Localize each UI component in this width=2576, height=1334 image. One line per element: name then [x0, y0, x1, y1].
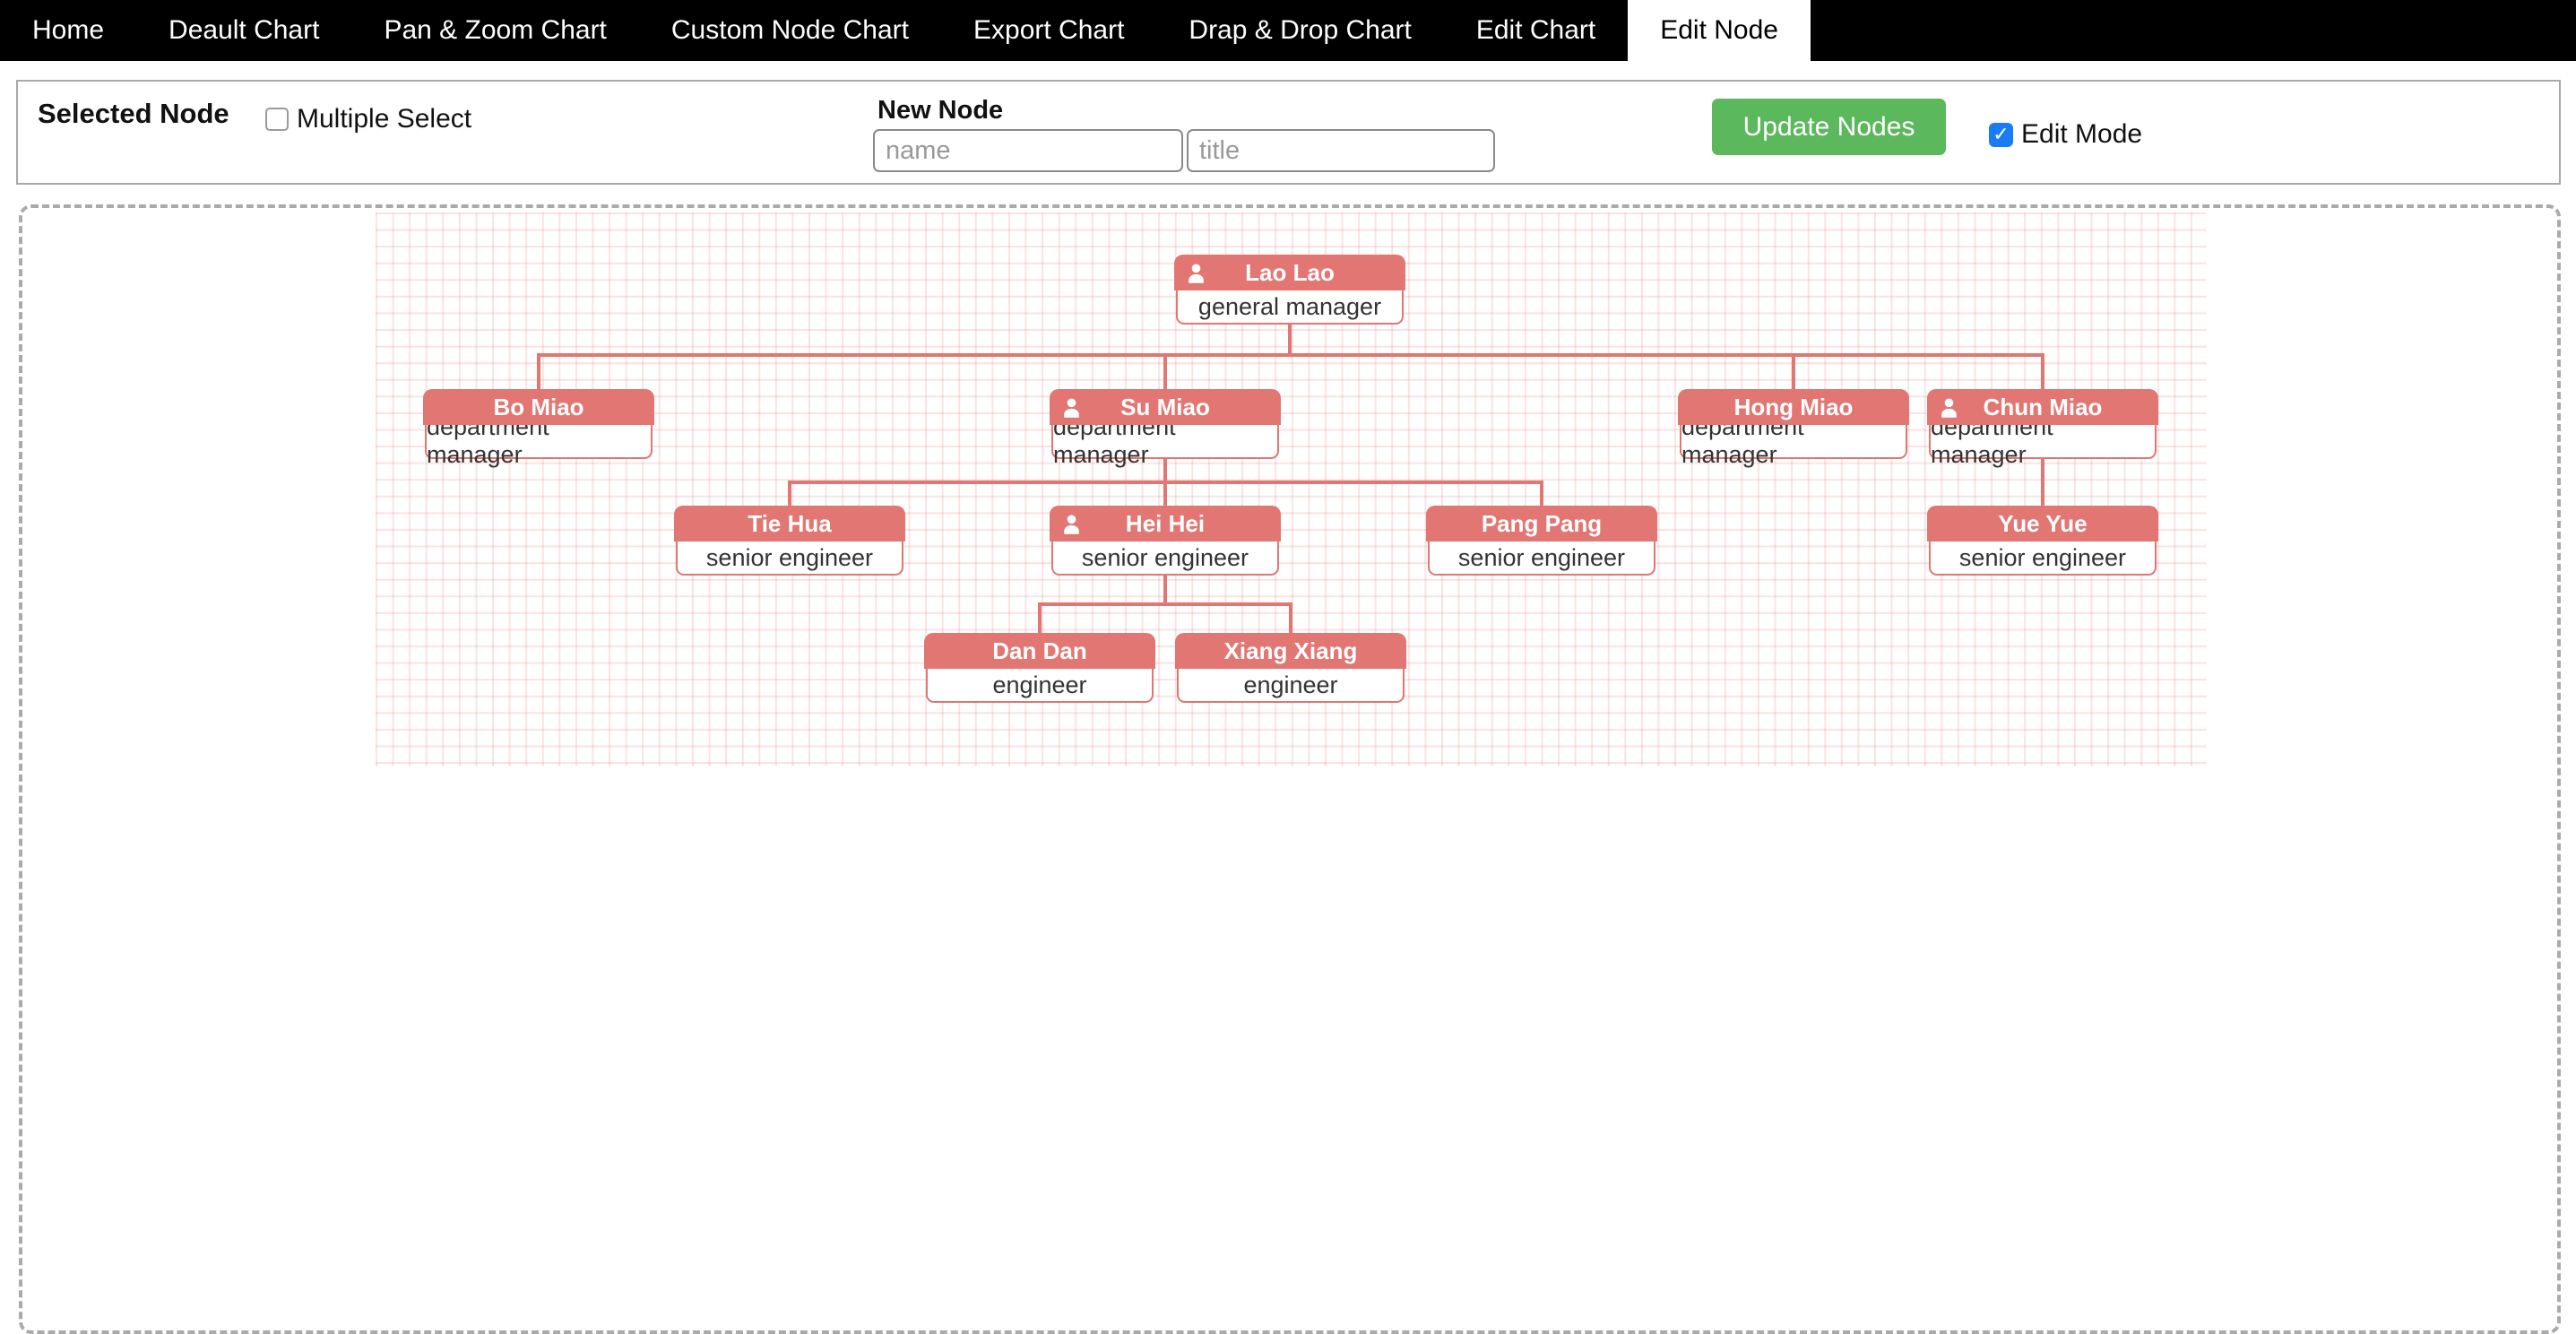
org-node-title: department manager [1051, 413, 1279, 468]
org-node-name: Tie Hua [674, 506, 905, 541]
org-node-name: Dan Dan [924, 633, 1155, 669]
org-node-name-text: Chun Miao [1983, 393, 2103, 420]
org-node-yue-yue[interactable]: Yue Yue senior engineer [1927, 506, 2158, 576]
org-node-title: department manager [1680, 413, 1907, 468]
org-node-name: Hong Miao [1678, 389, 1909, 425]
org-node-name-text: Hei Hei [1125, 509, 1206, 537]
nav-tab-home[interactable]: Home [32, 15, 105, 45]
new-node-label: New Node [877, 96, 1004, 125]
edit-mode-checkbox[interactable]: ✓ [1989, 122, 2013, 147]
org-node-dan-dan[interactable]: Dan Dan engineer [924, 633, 1155, 703]
org-node-title: department manager [1929, 413, 2157, 468]
nav-tab-edit-node[interactable]: Edit Node [1628, 0, 1811, 61]
selected-node-label: Selected Node [38, 98, 229, 129]
org-node-name-text: Tie Hua [748, 509, 832, 537]
new-node-name-input[interactable] [873, 129, 1183, 172]
org-node-xiang-xiang[interactable]: Xiang Xiang engineer [1175, 633, 1406, 703]
org-node-name-text: Lao Lao [1245, 258, 1335, 286]
org-node-name-text: Bo Miao [493, 393, 584, 420]
org-node-name: Bo Miao [423, 389, 654, 425]
user-icon [1064, 515, 1079, 534]
org-node-title: engineer [1177, 669, 1405, 703]
org-node-name: Lao Lao [1174, 255, 1405, 290]
org-node-title: senior engineer [1051, 541, 1279, 576]
org-node-title: senior engineer [1929, 541, 2157, 576]
nav-tab-export-chart[interactable]: Export Chart [973, 15, 1125, 45]
nav-tab-custom-node-chart[interactable]: Custom Node Chart [670, 15, 909, 45]
top-nav: Home Deault Chart Pan & Zoom Chart Custom N… [0, 0, 2576, 61]
org-node-title: engineer [926, 669, 1154, 703]
user-icon [1941, 398, 1957, 418]
org-node-name: Pang Pang [1426, 506, 1657, 541]
org-node-name-text: Su Miao [1120, 393, 1210, 420]
user-icon [1189, 264, 1204, 283]
org-node-pang-pang[interactable]: Pang Pang senior engineer [1426, 506, 1657, 576]
org-node-hei-hei[interactable]: Hei Hei senior engineer [1050, 506, 1281, 576]
nav-tab-deault-chart[interactable]: Deault Chart [169, 15, 320, 45]
org-node-tie-hua[interactable]: Tie Hua senior engineer [674, 506, 905, 576]
org-node-title: senior engineer [1428, 541, 1655, 576]
org-node-lao-lao[interactable]: Lao Lao general manager [1174, 255, 1405, 325]
multiple-select-label: Multiple Select [297, 104, 472, 134]
user-icon [1064, 398, 1079, 418]
nav-tab-drap-drop-chart[interactable]: Drap & Drop Chart [1189, 15, 1412, 45]
org-node-name-text: Yue Yue [1998, 509, 2088, 537]
org-node-name-text: Pang Pang [1481, 509, 1603, 537]
org-node-title: senior engineer [676, 541, 903, 576]
org-node-title: department manager [425, 413, 653, 468]
org-node-title: general manager [1176, 290, 1404, 325]
new-node-title-input[interactable] [1187, 129, 1495, 172]
org-node-name: Su Miao [1050, 389, 1281, 425]
org-node-name: Xiang Xiang [1175, 633, 1406, 669]
org-node-name: Chun Miao [1927, 389, 2158, 425]
org-node-name: Hei Hei [1050, 506, 1281, 541]
nav-tab-pan-zoom-chart[interactable]: Pan & Zoom Chart [384, 15, 607, 45]
org-node-name: Yue Yue [1927, 506, 2158, 541]
update-nodes-button[interactable]: Update Nodes [1712, 99, 1946, 155]
edit-mode-label: Edit Mode [2021, 119, 2143, 149]
org-node-name-text: Xiang Xiang [1223, 637, 1358, 664]
toolbar: Selected Node Multiple Select New Node U… [16, 80, 2561, 185]
multiple-select-checkbox[interactable] [265, 108, 289, 131]
nav-tab-edit-chart[interactable]: Edit Chart [1475, 15, 1596, 45]
org-node-name-text: Hong Miao [1733, 393, 1854, 420]
org-node-name-text: Dan Dan [992, 637, 1087, 664]
